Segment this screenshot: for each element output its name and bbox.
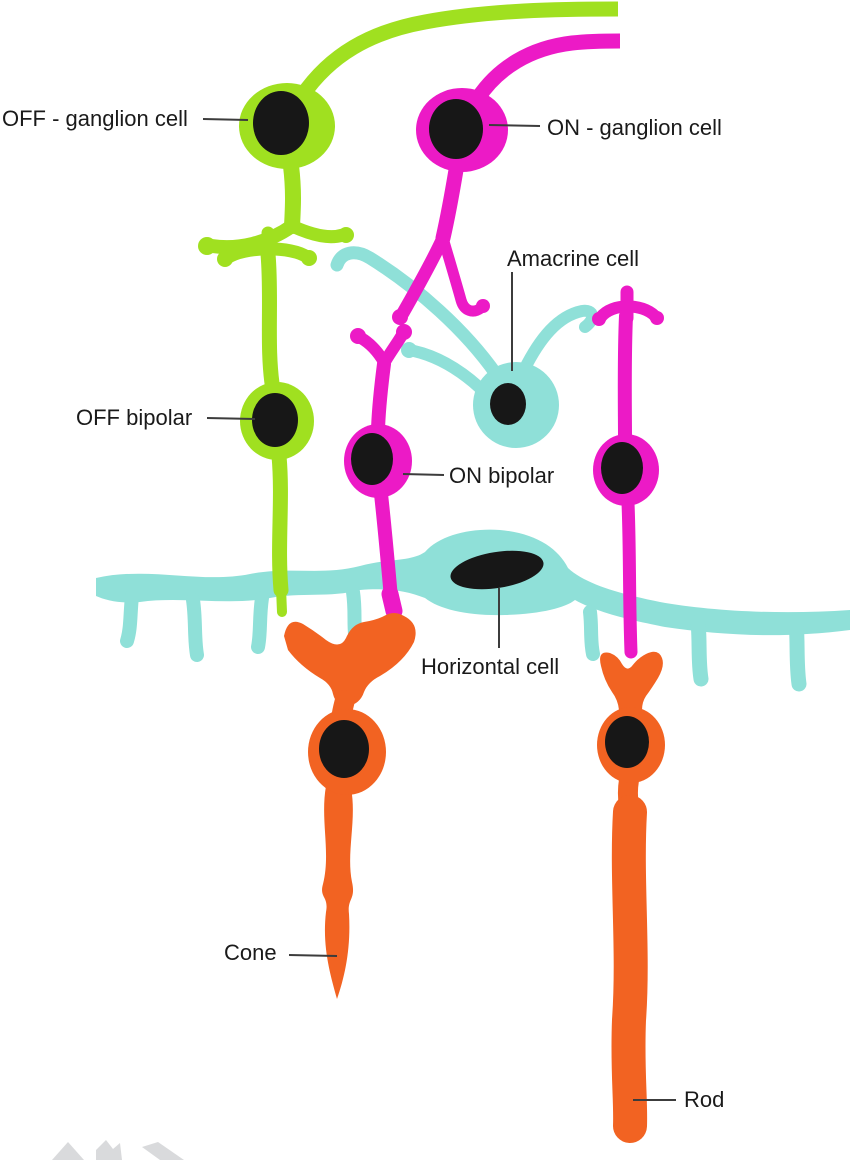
- amacrine-cell-nucleus: [490, 383, 526, 425]
- watermark-shape: [52, 1142, 84, 1160]
- on-bipolar-terminal-tip: [350, 328, 366, 344]
- horizontal-cell-process: [788, 614, 807, 692]
- cone-photoreceptor: [284, 613, 416, 999]
- on-ganglion-cell: [392, 33, 621, 325]
- cone-inner-outer-segment: [322, 786, 354, 999]
- horizontal-cell-process: [120, 589, 139, 648]
- on-ganglion-cell-axon: [471, 33, 621, 103]
- cone-leader-line: [288, 954, 338, 957]
- cone-nucleus: [319, 720, 369, 778]
- watermark-shape: [142, 1142, 184, 1160]
- amacrine-cell-process-tip: [401, 342, 417, 358]
- off-ganglion-label: OFF - ganglion cell: [2, 106, 188, 131]
- rod-nucleus: [605, 716, 649, 768]
- cone-label: Cone: [224, 940, 277, 965]
- on-bipolar-dendrite-tip: [381, 585, 403, 620]
- off-bipolar-axon: [260, 246, 281, 398]
- on-ganglion-cell-dendrite-trunk: [435, 162, 464, 246]
- off-ganglion-cell-dendrite-right: [285, 219, 350, 244]
- off-ganglion-cell-dendrite-tip: [198, 237, 216, 255]
- horizontal-label: Horizontal cell: [421, 654, 560, 679]
- on-bipolar-terminal-tip: [396, 324, 412, 340]
- rod-bipolar-axon: [617, 309, 633, 445]
- rod-bipolar-terminal-tip: [650, 311, 664, 325]
- rod-outer-segment: [611, 795, 648, 1143]
- off-ganglion-cell-nucleus: [253, 91, 309, 155]
- amacrine-label: Amacrine cell: [507, 246, 640, 271]
- on-ganglion-label: ON - ganglion cell: [547, 115, 722, 140]
- leader-lines: [202, 118, 676, 1101]
- on-ganglion-cell-nucleus: [429, 99, 483, 159]
- watermark-shape: [96, 1140, 122, 1160]
- amacrine-cell-process-left-short: [408, 345, 486, 394]
- on-bipolar-cell-right: [592, 285, 664, 659]
- horizontal-cell-process: [251, 591, 269, 654]
- on-bipolar-terminal-prong: [380, 329, 408, 366]
- off-bipolar-terminal-tip: [301, 250, 317, 266]
- horizontal-cell-process: [583, 605, 600, 661]
- rod-bipolar-terminal-bar: [595, 300, 661, 323]
- off-bipolar-dendrite: [271, 448, 289, 598]
- amacrine-cell: [330, 246, 599, 448]
- rod-bipolar-dendrite: [621, 496, 638, 659]
- on-ganglion-leader-line: [488, 124, 541, 127]
- off-bipolar-cell: [217, 226, 317, 617]
- off-bipolar-leader-line: [206, 417, 256, 420]
- off-bipolar-nucleus: [252, 393, 298, 447]
- off-ganglion-cell-dendrite-tip: [338, 227, 354, 243]
- rod-bipolar-nucleus: [601, 442, 643, 494]
- off-ganglion-cell-dendrite-trunk: [283, 158, 301, 234]
- rod-spherule: [600, 651, 663, 722]
- on-bipolar-nucleus: [351, 433, 393, 485]
- amacrine-cell-process-right: [518, 304, 599, 376]
- horizontal-cell-process: [186, 593, 204, 662]
- on-ganglion-cell-dendrite-right: [437, 232, 487, 317]
- on-ganglion-cell-dendrite-left: [396, 231, 450, 320]
- on-ganglion-cell-dendrite-tip: [392, 309, 408, 325]
- rod-bipolar-terminal-tip: [592, 312, 606, 326]
- cone-pedicle: [284, 613, 416, 706]
- off-bipolar-dendrite-tip: [276, 583, 287, 617]
- off-bipolar-label: OFF bipolar: [76, 405, 193, 430]
- rod-photoreceptor: [597, 651, 665, 1143]
- on-bipolar-label: ON bipolar: [449, 463, 555, 488]
- off-bipolar-terminal-tip: [217, 251, 233, 267]
- off-ganglion-cell: [198, 1, 619, 255]
- on-ganglion-cell-dendrite-tip: [476, 299, 490, 313]
- on-bipolar-cell-left: [344, 324, 412, 620]
- off-ganglion-cell-axon: [295, 1, 619, 101]
- amacrine-cell-process-left-long: [330, 246, 503, 381]
- on-bipolar-leader-line: [402, 473, 445, 476]
- horizontal-cell-process: [690, 614, 709, 687]
- rod-label: Rod: [684, 1087, 725, 1112]
- off-ganglion-leader-line: [202, 118, 249, 121]
- watermark-fragments: [52, 1140, 184, 1160]
- horizontal-cell-nucleus: [450, 550, 544, 590]
